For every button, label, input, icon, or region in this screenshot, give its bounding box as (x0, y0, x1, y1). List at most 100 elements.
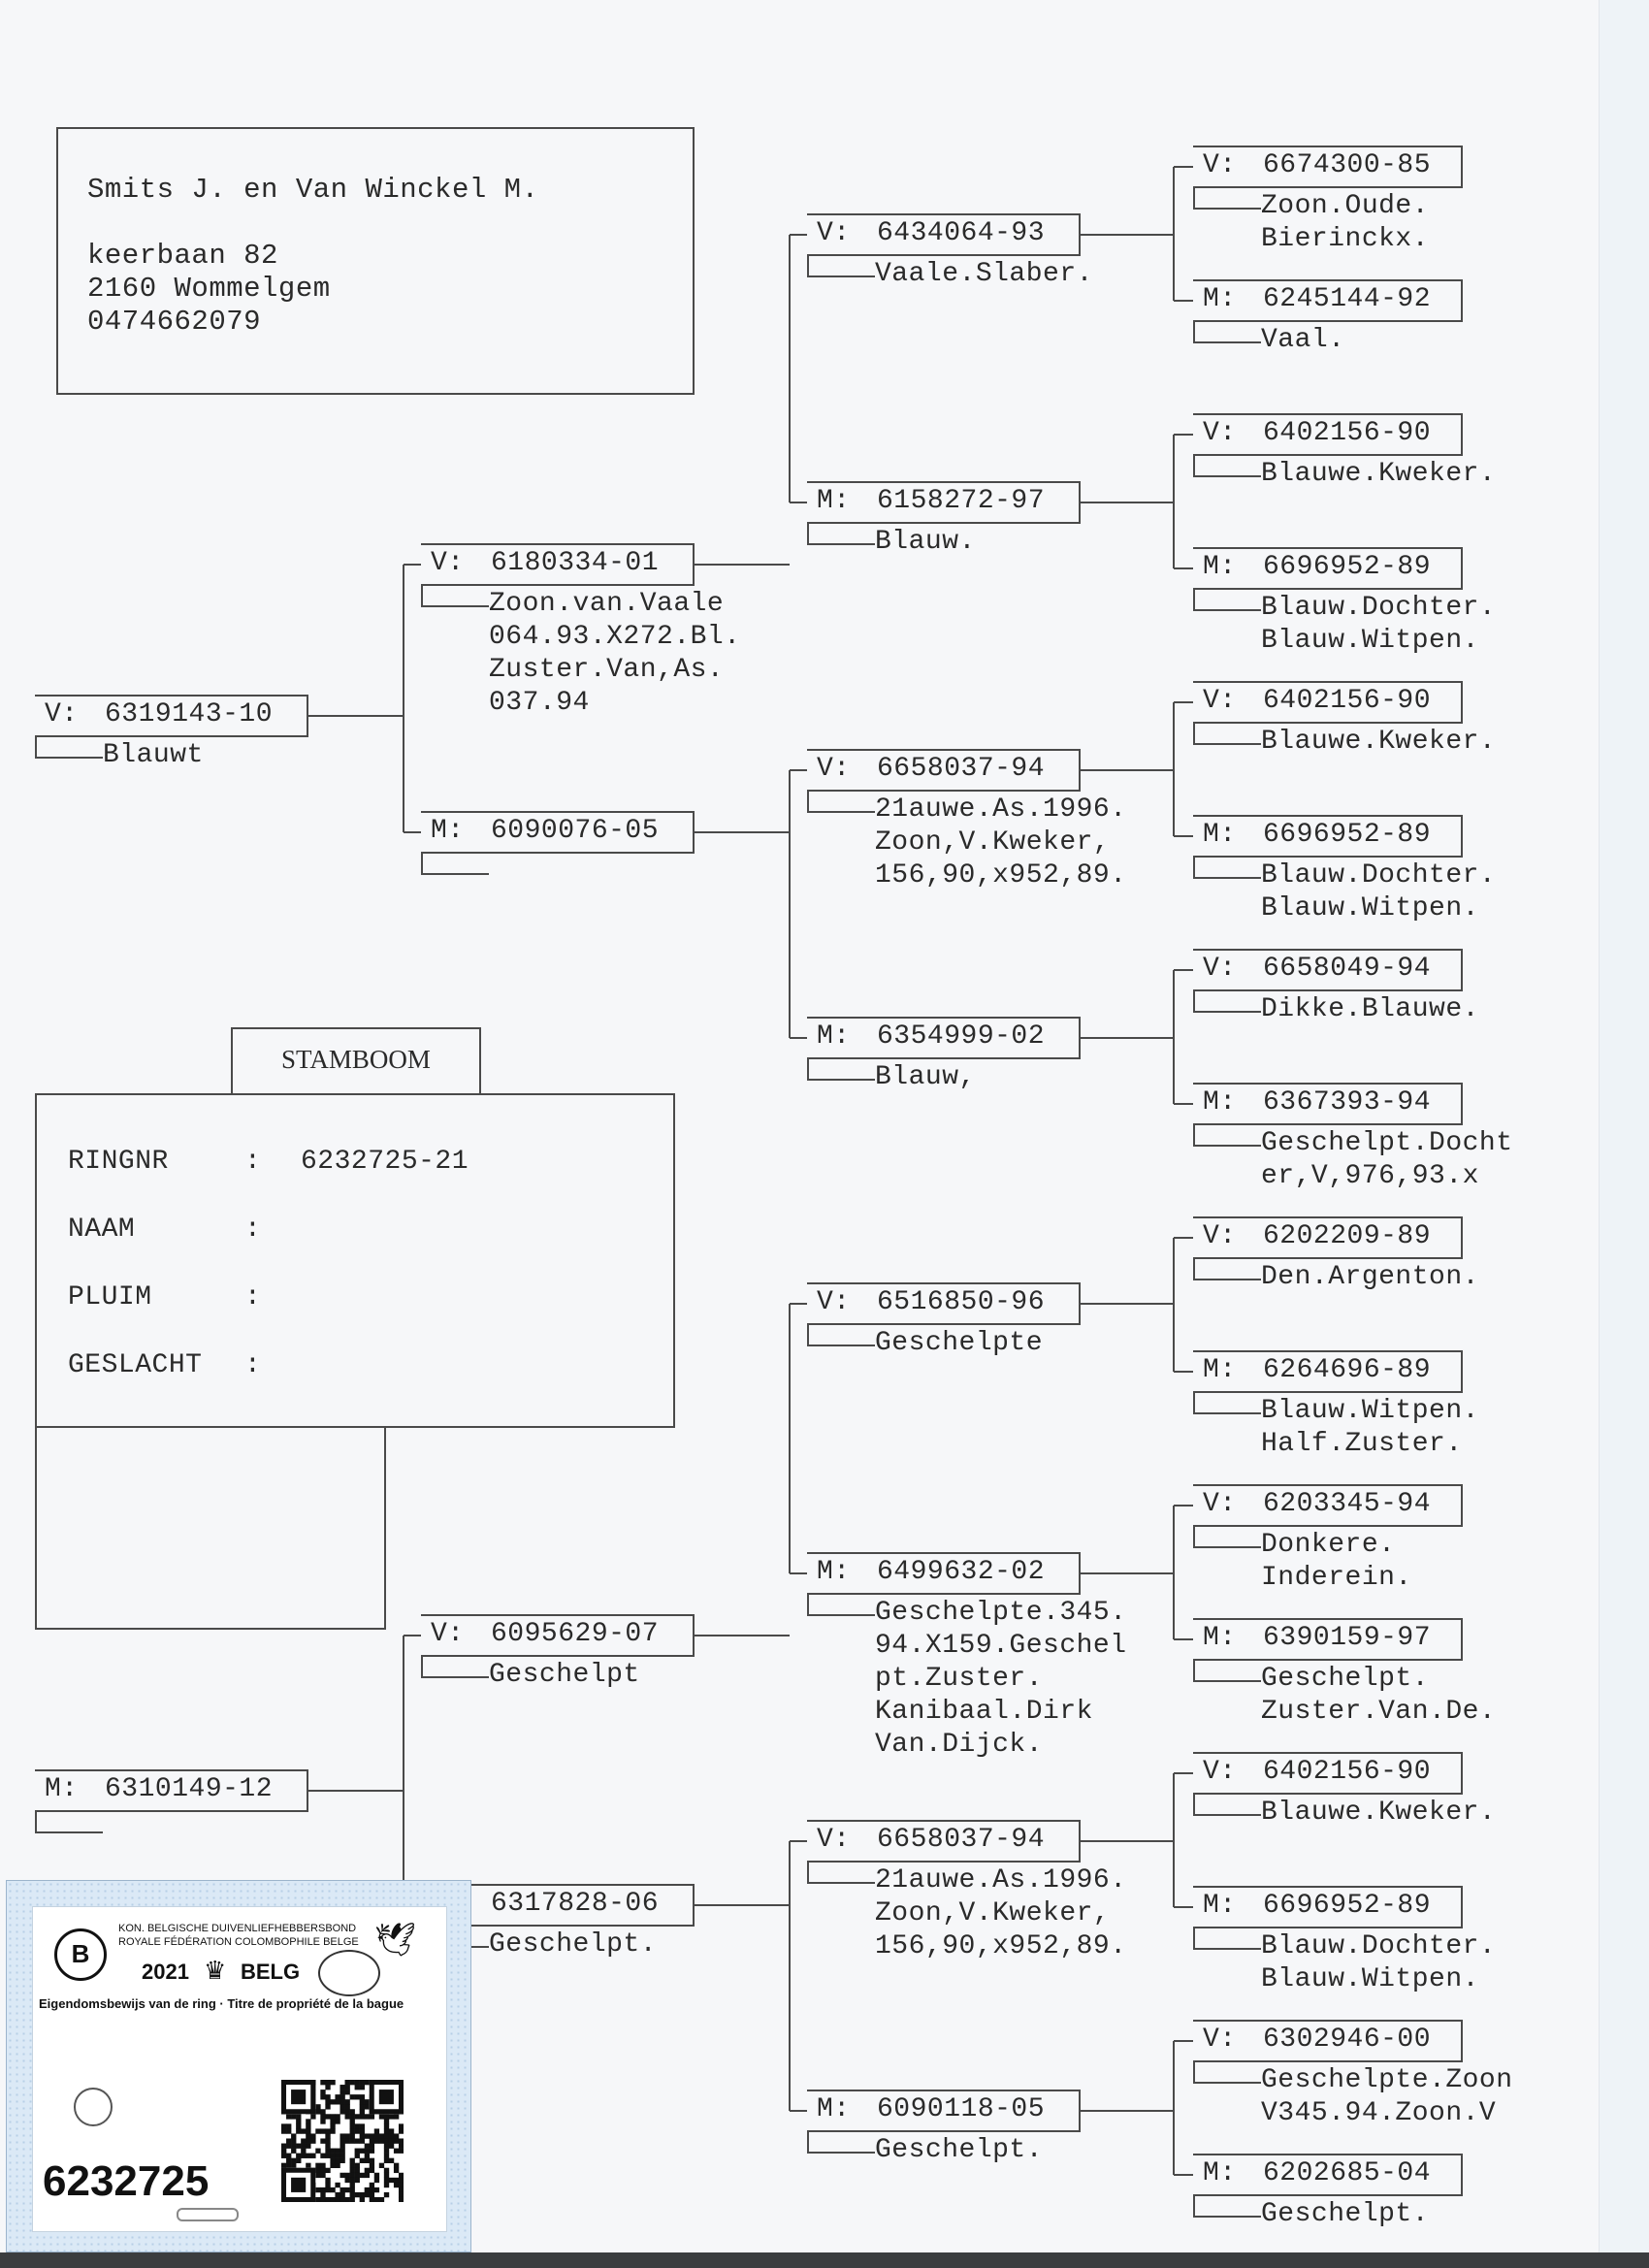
description-underline (1193, 858, 1261, 879)
stamboom-field-label: RINGNR (68, 1147, 169, 1177)
stamboom-lower-frame (35, 1426, 386, 1630)
sex-label: M: (1203, 284, 1237, 314)
description-underline (807, 2132, 875, 2154)
ring-number: 6402156-90 (1263, 418, 1432, 448)
sex-label: V: (817, 754, 851, 784)
ring-box (35, 695, 308, 737)
description-underline (1193, 1125, 1261, 1147)
ring-box (421, 1614, 695, 1657)
sex-label: M: (817, 1021, 851, 1052)
description-underline (807, 1325, 875, 1346)
description: Geschelpt (489, 1660, 640, 1690)
ring-number: 6090076-05 (491, 816, 660, 846)
owner-street: keerbaan 82 (87, 240, 278, 272)
sex-label: M: (45, 1774, 79, 1804)
description: Geschelpt. (875, 2135, 1044, 2165)
ring-box (807, 1820, 1081, 1863)
stamboom-tab: STAMBOOM (231, 1027, 481, 1095)
description: Geschelpte (875, 1328, 1044, 1358)
punch-hole (74, 2088, 113, 2126)
stamboom-field-sep: : (244, 1147, 262, 1177)
owner-phone: 0474662079 (87, 306, 262, 338)
ring-box (807, 2090, 1081, 2132)
ring-box (1193, 1484, 1463, 1527)
description: Den.Argenton. (1261, 1262, 1479, 1292)
ring-number: 6696952-89 (1263, 820, 1432, 850)
description-underline (1193, 2196, 1261, 2218)
ring-number: 6696952-89 (1263, 1891, 1432, 1921)
sex-label: V: (817, 1287, 851, 1317)
stamboom-field-label: GESLACHT (68, 1350, 203, 1380)
description: 21auwe.As.1996. Zoon,V.Kweker, 156,90,x9… (875, 794, 1127, 891)
ring-box (1193, 2154, 1463, 2196)
fci-logo-icon (318, 1950, 380, 1996)
sex-label: M: (1203, 2158, 1237, 2188)
ring-box (1193, 279, 1463, 322)
ring-box (807, 1017, 1081, 1059)
ring-number: 6658049-94 (1263, 954, 1432, 984)
ring-box (807, 481, 1081, 524)
stamboom-field-sep: : (244, 1350, 262, 1380)
owner-box: Smits J. en Van Winckel M. keerbaan 82 2… (56, 127, 695, 395)
owner-name: Smits J. en Van Winckel M. (87, 174, 539, 206)
ring-number: 6674300-85 (1263, 150, 1432, 180)
ring-box (421, 1884, 695, 1927)
description-underline (1193, 322, 1261, 343)
ring-box (421, 543, 695, 586)
description: Zoon.van.Vaale 064.93.X272.Bl. Zuster.Va… (489, 589, 741, 718)
description-underline (1193, 2062, 1261, 2084)
ring-box (1193, 1083, 1463, 1125)
ring-number: 6354999-02 (877, 1021, 1046, 1052)
description: Geschelpt.Docht er,V,976,93.x (1261, 1128, 1513, 1191)
description-underline (1193, 590, 1261, 611)
ring-box (1193, 1618, 1463, 1661)
description: Blauw.Witpen. Half.Zuster. (1261, 1396, 1479, 1459)
sex-label: V: (431, 1619, 465, 1649)
org-name-nl: KON. BELGISCHE DUIVENLIEFHEBBERSBOND (118, 1923, 357, 1934)
description: Blauw.Dochter. Blauw.Witpen. (1261, 593, 1497, 656)
description-underline (1193, 1661, 1261, 1682)
description-underline (1193, 1393, 1261, 1414)
ring-number: 6202209-89 (1263, 1221, 1432, 1251)
description-underline (1193, 188, 1261, 210)
sex-label: M: (1203, 1891, 1237, 1921)
stamboom-field-sep: : (244, 1282, 262, 1312)
sex-label: M: (817, 486, 851, 516)
ring-number: 6658037-94 (877, 1825, 1046, 1855)
description-underline (807, 792, 875, 813)
description-underline (807, 524, 875, 545)
description: Blauw, (875, 1062, 976, 1092)
description-underline (421, 854, 489, 875)
description: Dikke.Blauwe. (1261, 994, 1479, 1024)
sex-label: M: (817, 1557, 851, 1587)
description: Vaale.Slaber. (875, 259, 1093, 289)
sex-label: V: (1203, 1757, 1237, 1787)
card-country: BELG (241, 1960, 301, 1984)
description-underline (421, 1657, 489, 1678)
description: Geschelpt. (1261, 2199, 1430, 2229)
ring-box (1193, 949, 1463, 991)
ring-number: 6180334-01 (491, 548, 660, 578)
description-underline (1193, 724, 1261, 745)
ring-box (1193, 2020, 1463, 2062)
ring-number: 6202685-04 (1263, 2158, 1432, 2188)
sex-label: V: (1203, 686, 1237, 716)
sex-label: M: (431, 816, 465, 846)
ring-number: 6658037-94 (877, 754, 1046, 784)
ring-box (421, 811, 695, 854)
scan-edge (1599, 0, 1649, 2268)
ring-number: 6390159-97 (1263, 1623, 1432, 1653)
description-underline (807, 1595, 875, 1616)
ring-number: 6499632-02 (877, 1557, 1046, 1587)
description-underline (807, 256, 875, 277)
org-name-fr: ROYALE FÉDÉRATION COLOMBOPHILE BELGE (118, 1936, 359, 1948)
ring-number: 6402156-90 (1263, 686, 1432, 716)
description-underline (1193, 1928, 1261, 1950)
ring-box (1193, 413, 1463, 456)
logo-letter: B (71, 1939, 90, 1968)
description-underline (1193, 456, 1261, 477)
description: Blauw. (875, 527, 976, 557)
sex-label: V: (817, 1825, 851, 1855)
